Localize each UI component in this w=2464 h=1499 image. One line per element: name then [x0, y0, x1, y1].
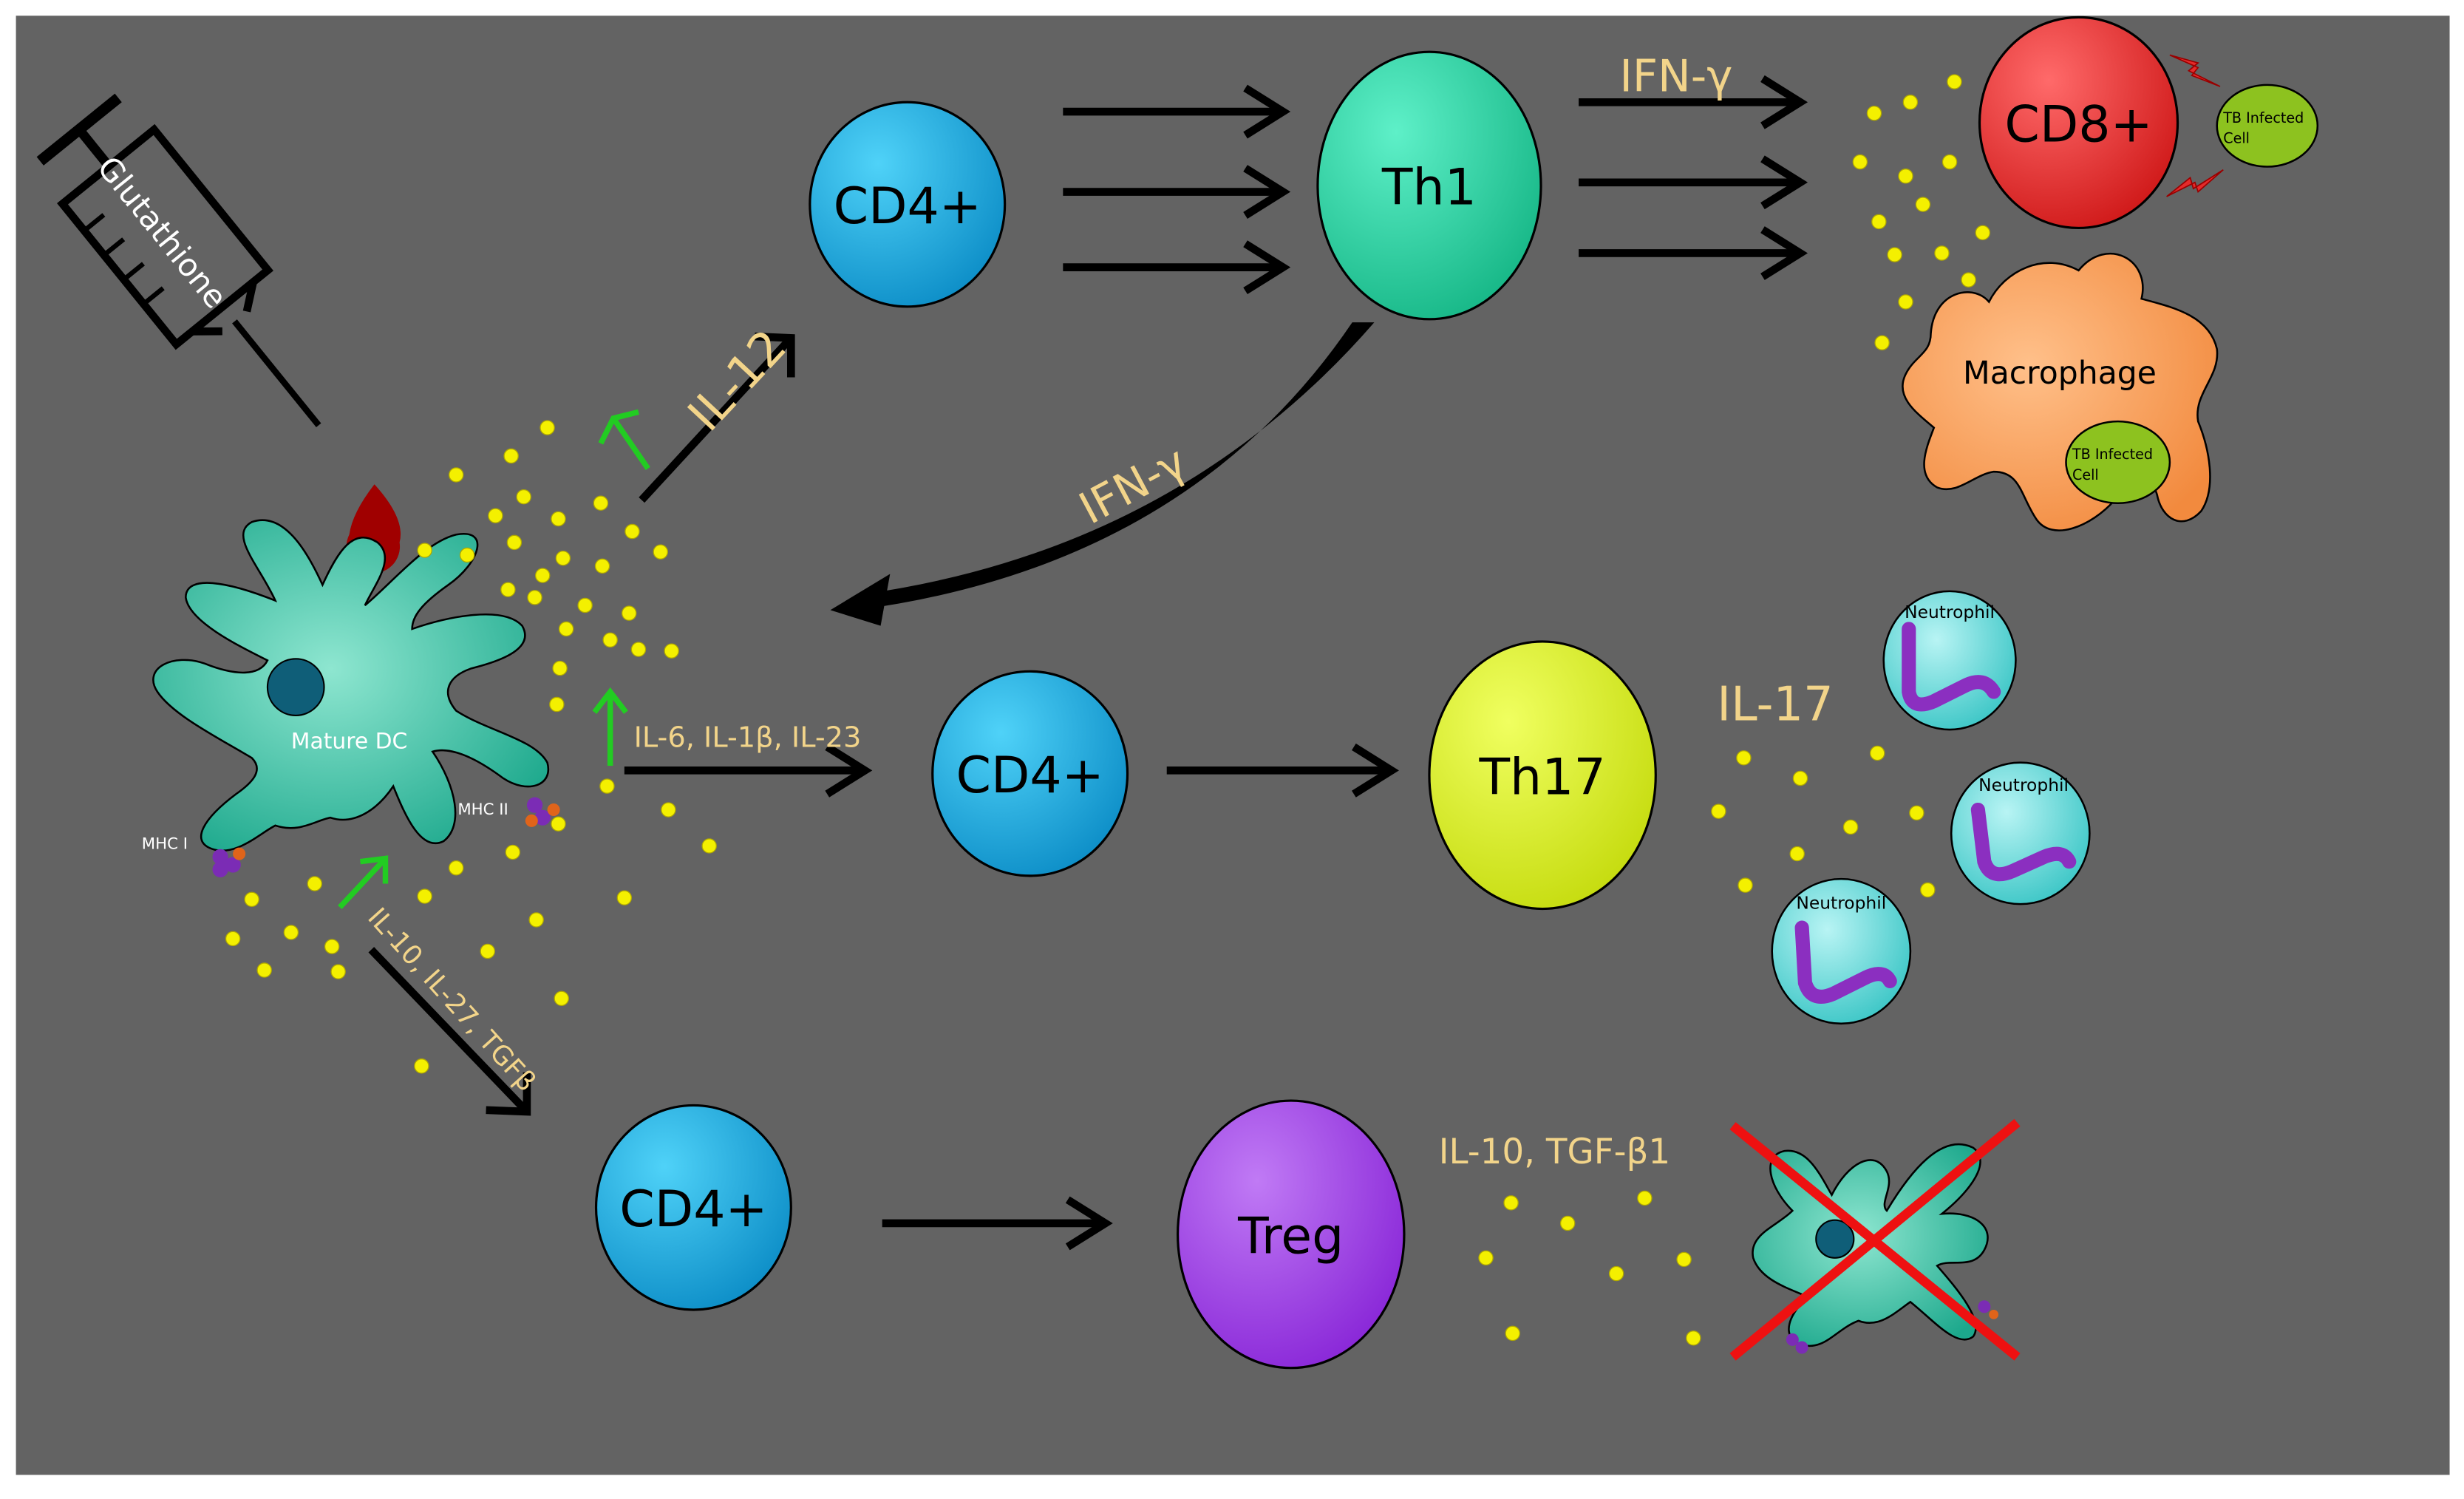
cd4-mid-cell: CD4+	[931, 670, 1129, 877]
tb-infected-label: TB Infected	[2222, 109, 2304, 126]
ifn-curve-arrowhead	[830, 574, 891, 626]
mature-dc: Mature DC MHC I MHC II	[142, 519, 560, 877]
cd8-label: CD8+	[2004, 95, 2152, 154]
tb-infected-label: TB Infected	[2072, 446, 2153, 463]
il10-treg-label: IL-10, TGF-β1	[1439, 1132, 1670, 1172]
il6-label: IL-6, IL-1β, IL-23	[634, 721, 862, 754]
tb-infected-cell-macrophage	[2065, 420, 2171, 504]
tb-cell-label: Cell	[2072, 466, 2099, 483]
tb-infected-cell-top: TB Infected Cell	[2216, 84, 2319, 168]
th1-cell: Th1	[1316, 50, 1542, 321]
dc-label: Mature DC	[291, 729, 408, 755]
neutrophil-label: Neutrophil	[1978, 775, 2069, 795]
ifn-top-label: IFN-γ	[1619, 51, 1732, 102]
arrows	[368, 75, 1808, 1251]
mhc2-receptor	[525, 797, 560, 827]
mhc1-receptor	[212, 847, 246, 877]
neutrophil-label: Neutrophil	[1905, 602, 1995, 622]
treg-label: Treg	[1237, 1207, 1344, 1265]
lightning-icon	[2166, 169, 2224, 197]
cytokine-dots	[225, 74, 1990, 1346]
macrophage-label: Macrophage	[1963, 356, 2157, 392]
neutrophil-label: Neutrophil	[1796, 893, 1886, 914]
treg-cell: Treg	[1177, 1099, 1406, 1370]
cd4-top-cell: CD4+	[809, 101, 1007, 308]
neutrophil-2: Neutrophil	[1950, 761, 2091, 905]
th17-cell: Th17	[1428, 640, 1657, 911]
cd4-top-label: CD4+	[834, 177, 981, 236]
green-up-arrows	[338, 409, 650, 909]
il17-label: IL-17	[1717, 677, 1833, 732]
cd4-bot-label: CD4+	[619, 1180, 767, 1239]
cd4-bot-cell: CD4+	[594, 1104, 792, 1311]
neutrophil-3: Neutrophil	[1771, 877, 1912, 1025]
suppressed-dc	[1729, 1118, 2021, 1361]
mhc2-label: MHC II	[457, 801, 508, 819]
macrophage: Macrophage TB Infected Cell	[1902, 252, 2219, 531]
th1-label: Th1	[1381, 159, 1477, 217]
neutrophil-1: Neutrophil	[1882, 590, 2017, 731]
dc-nucleus	[266, 658, 325, 716]
cross-line	[1729, 1118, 2021, 1361]
th17-label: Th17	[1478, 748, 1605, 806]
lightning-icon	[2169, 54, 2221, 87]
cd4-mid-label: CD4+	[956, 747, 1104, 805]
mhc1-label: MHC I	[142, 835, 188, 854]
cd8-cell: CD8+	[1978, 16, 2179, 230]
tb-cell-label: Cell	[2223, 130, 2250, 147]
